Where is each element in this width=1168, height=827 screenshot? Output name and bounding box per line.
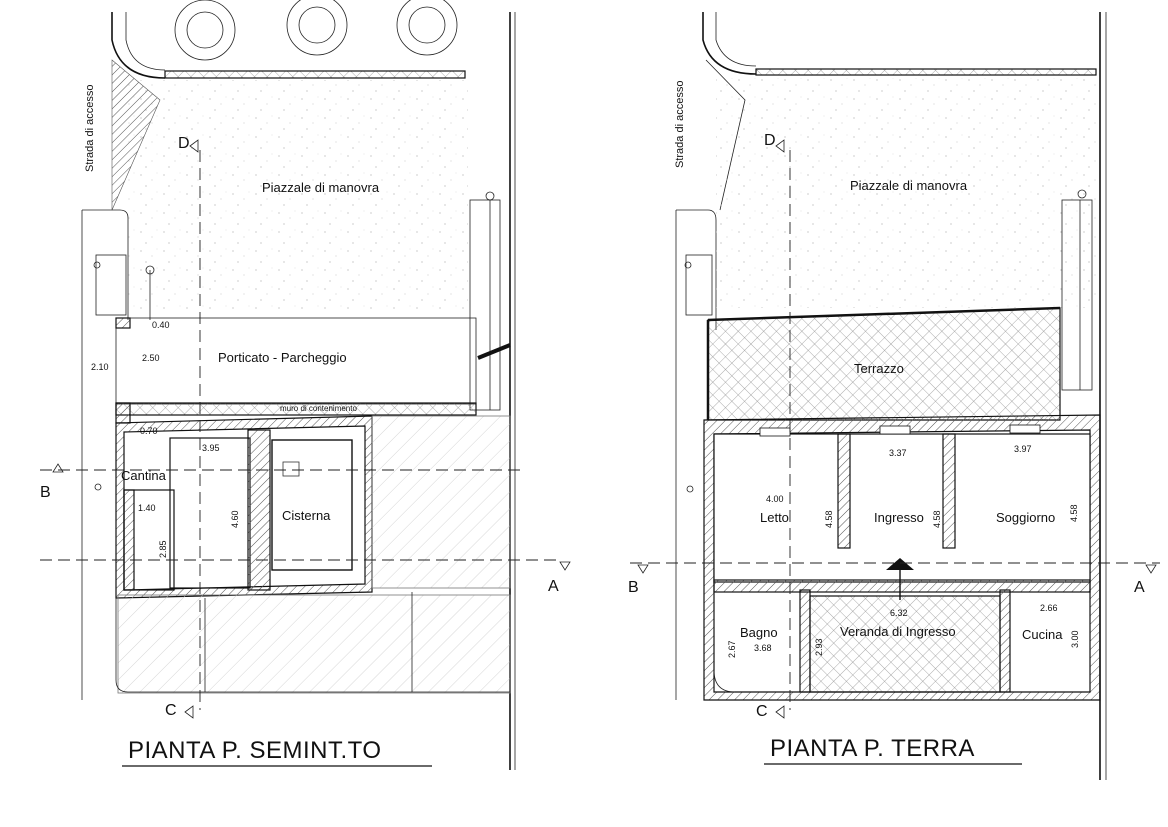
title-right: PIANTA P. TERRA — [770, 735, 975, 762]
title-left: PIANTA P. SEMINT.TO — [128, 737, 382, 764]
section-c-left: C — [165, 702, 177, 719]
dim-458-c: 4.58 — [1069, 504, 1079, 522]
dim-070: 0.70 — [140, 426, 158, 436]
label-cisterna: Cisterna — [282, 508, 331, 523]
dim-458-a: 4.58 — [824, 510, 834, 528]
dim-210: 2.10 — [91, 362, 109, 372]
trees — [174, 0, 458, 61]
dim-395: 3.95 — [202, 443, 220, 453]
dim-285: 2.85 — [158, 540, 168, 558]
dim-368: 3.68 — [754, 643, 772, 653]
section-markers-left — [52, 139, 571, 719]
label-porticato: Porticato - Parcheggio — [218, 350, 347, 365]
label-ingresso: Ingresso — [874, 510, 924, 525]
label-cantina: Cantina — [121, 468, 167, 483]
dim-300: 3.00 — [1070, 630, 1080, 648]
label-muro: muro di contenimento — [280, 404, 357, 413]
section-a-left: A — [548, 578, 559, 595]
dim-632: 6.32 — [890, 608, 908, 618]
label-cucina: Cucina — [1022, 627, 1063, 642]
section-c-right: C — [756, 703, 768, 720]
section-markers-right — [637, 139, 1157, 719]
section-d-right: D — [764, 132, 776, 149]
dim-040: 0.40 — [152, 320, 170, 330]
dim-267: 2.67 — [727, 640, 737, 658]
section-d-left: D — [178, 135, 190, 152]
section-b-left: B — [40, 484, 51, 501]
dim-337: 3.37 — [889, 448, 907, 458]
dim-397: 3.97 — [1014, 444, 1032, 454]
dim-266: 2.66 — [1040, 603, 1058, 613]
dim-293: 2.93 — [814, 638, 824, 656]
dim-460: 4.60 — [230, 510, 240, 528]
right-plan — [630, 12, 1160, 780]
dim-458-b: 4.58 — [932, 510, 942, 528]
label-piazzale-right: Piazzale di manovra — [850, 178, 968, 193]
label-letto: Letto — [760, 510, 789, 525]
dim-140: 1.40 — [138, 503, 156, 513]
label-piazzale-left: Piazzale di manovra — [262, 180, 380, 195]
road-label-right: Strada di accesso — [674, 81, 686, 168]
label-bagno: Bagno — [740, 625, 778, 640]
label-veranda: Veranda di Ingresso — [840, 624, 956, 639]
section-b-right: B — [628, 579, 639, 596]
dim-400: 4.00 — [766, 494, 784, 504]
label-soggiorno: Soggiorno — [996, 510, 1055, 525]
road-label-left: Strada di accesso — [84, 85, 96, 172]
dim-250: 2.50 — [142, 353, 160, 363]
label-terrazzo: Terrazzo — [854, 361, 904, 376]
section-a-right: A — [1134, 579, 1145, 596]
left-plan — [40, 0, 560, 770]
